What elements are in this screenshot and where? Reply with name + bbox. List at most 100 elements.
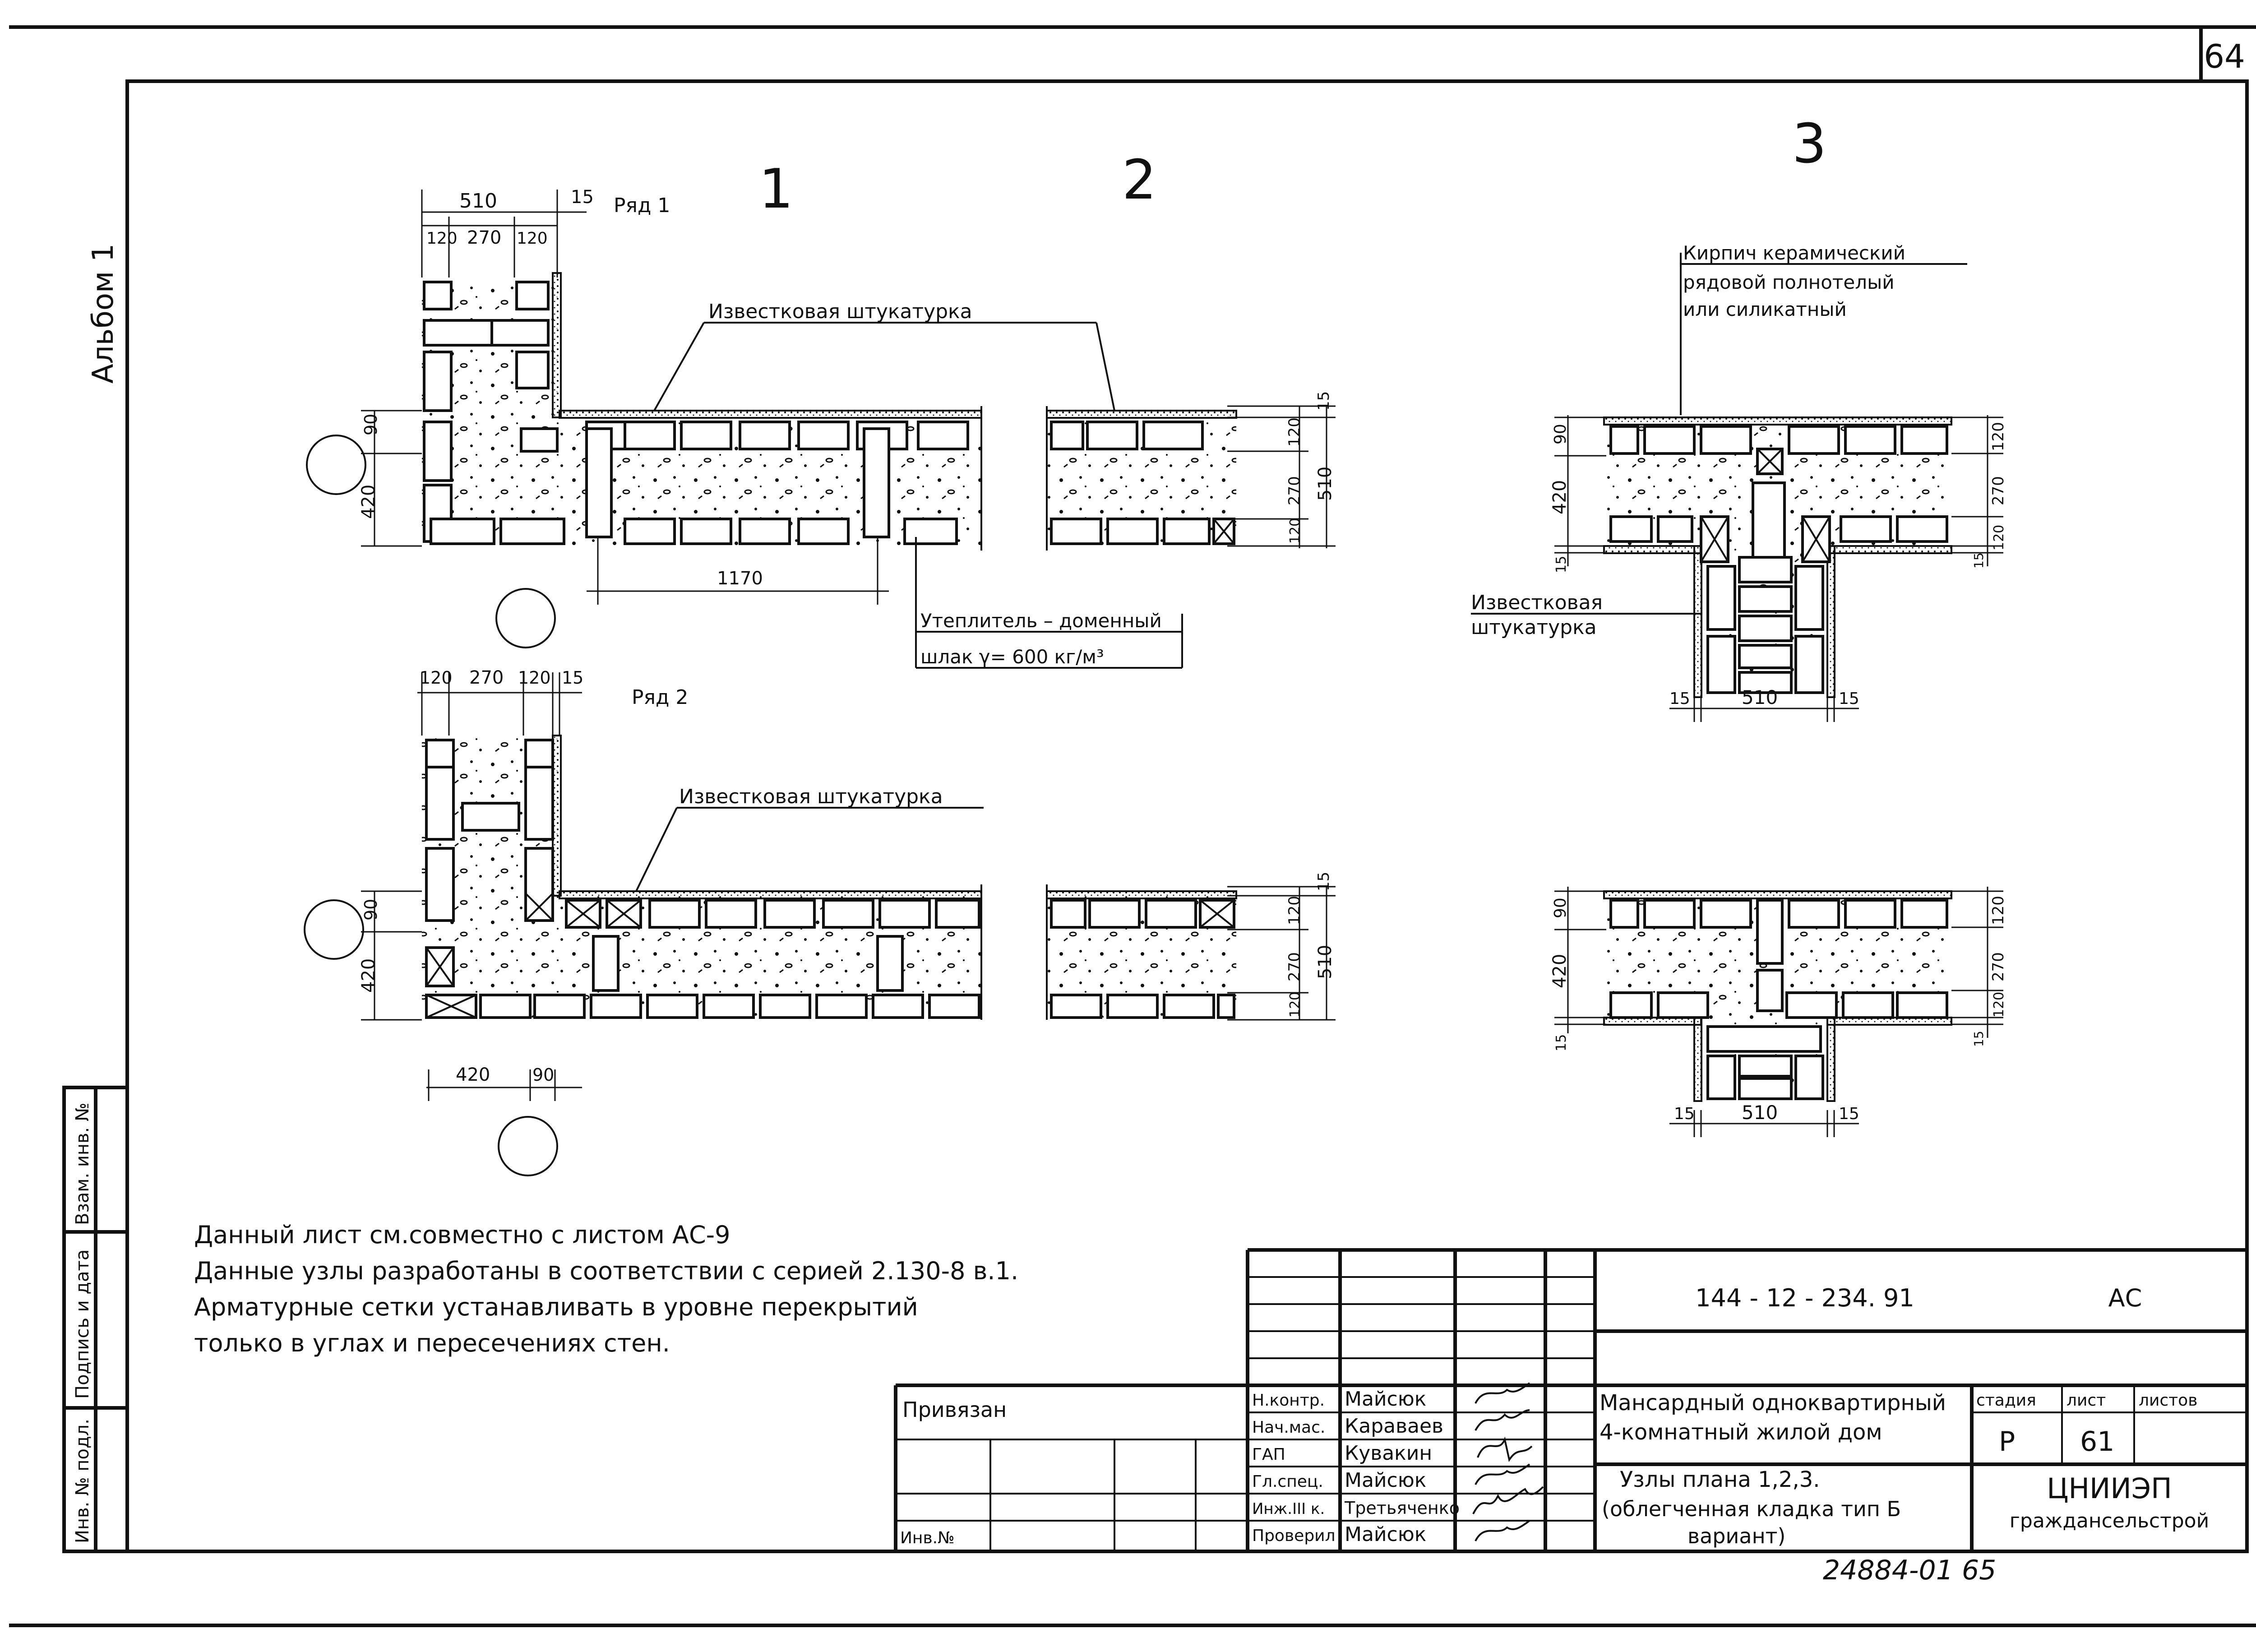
svg-text:120: 120 [426, 229, 458, 248]
project-title-2: 4-комнатный жилой дом [1600, 1420, 1882, 1445]
name-5: Третьяченко [1344, 1498, 1460, 1518]
svg-text:90: 90 [532, 1065, 554, 1085]
svg-text:270: 270 [1989, 952, 2007, 981]
node3-bottom-dims: 90 420 15 120 270 120 15 15 510 15 [1549, 887, 2007, 1137]
sheet-number-corner: 64 [2204, 37, 2245, 75]
svg-text:510: 510 [1742, 686, 1778, 708]
name-4: Майсюк [1345, 1469, 1426, 1492]
name-2: Караваев [1345, 1415, 1443, 1438]
svg-text:420: 420 [1549, 480, 1570, 514]
signature-4 [1475, 1463, 1530, 1485]
org-name-1: ЦНИИЭП [2047, 1472, 2172, 1505]
role-4: Гл.спец. [1252, 1472, 1323, 1491]
node1-row2-dims: 120 270 120 15 Ряд 2 90 420 420 90 15 12… [358, 667, 1336, 1101]
svg-text:270: 270 [1285, 476, 1304, 505]
svg-text:120: 120 [517, 229, 548, 248]
axis-bubble [498, 1116, 558, 1176]
svg-text:420: 420 [1549, 954, 1570, 988]
svg-text:90: 90 [361, 899, 381, 921]
note-1: Данный лист см.совместно с листом АС-9 [194, 1221, 730, 1249]
sheet-label: лист [2066, 1391, 2106, 1410]
node-number-1: 1 [759, 158, 793, 221]
note-2: Данные узлы разработаны в соответствии с… [194, 1257, 1018, 1285]
node3-top-dims: Кирпич керамический рядовой полнотелый и… [1471, 242, 2007, 722]
svg-text:90: 90 [361, 414, 381, 435]
corner-number-box [2199, 25, 2247, 81]
title-block: 144 - 12 - 234. 91 АС Привязан Инв.№ Н.к… [894, 1248, 2247, 1551]
svg-text:510: 510 [1315, 945, 1336, 979]
svg-text:15: 15 [1971, 552, 1986, 569]
node3-top [1603, 416, 1952, 698]
svg-text:15: 15 [1669, 689, 1690, 708]
svg-text:1170: 1170 [717, 568, 763, 589]
plaster-callout-3b: штукатурка [1471, 616, 1597, 639]
role-1: Н.контр. [1252, 1391, 1325, 1410]
stage-value: Р [1999, 1426, 2015, 1458]
svg-text:510: 510 [1315, 467, 1336, 501]
axis-bubble [495, 588, 556, 648]
node1-row1-dims: 510 15 120 270 120 Ряд 1 90 420 1170 15 … [358, 187, 1336, 669]
role-5: Инж.III к. [1252, 1500, 1325, 1518]
side-stamp-inv: Инв. № подл. [72, 1419, 93, 1543]
svg-text:510: 510 [459, 190, 497, 213]
svg-text:15: 15 [1839, 1105, 1859, 1123]
sheet-title-3: вариант) [1687, 1524, 1785, 1548]
main-frame [125, 79, 2249, 1553]
svg-text:270: 270 [467, 227, 501, 248]
signature-3 [1477, 1436, 1533, 1462]
svg-text:120: 120 [1285, 417, 1304, 447]
name-6: Майсюк [1345, 1523, 1426, 1546]
brick-callout-3: или силикатный [1683, 298, 1847, 320]
node1-row2 [422, 735, 1237, 1020]
doc-type: АС [2108, 1284, 2142, 1312]
svg-text:15: 15 [1839, 689, 1859, 708]
signature-1 [1475, 1382, 1530, 1404]
sheet-title-2: (облегченная кладка тип Б [1602, 1497, 1901, 1521]
org-name-2: граждансельстрой [2010, 1509, 2209, 1532]
footer-code: 24884-01 65 [1823, 1555, 1996, 1586]
svg-text:120: 120 [1989, 422, 2007, 451]
node-number-2: 2 [1122, 149, 1156, 212]
svg-text:15: 15 [1553, 556, 1569, 573]
role-2: Нач.мас. [1252, 1418, 1325, 1437]
svg-text:15: 15 [1553, 1034, 1569, 1051]
svg-text:270: 270 [469, 667, 504, 688]
svg-text:90: 90 [1551, 424, 1570, 444]
sheet-title-1: Узлы плана 1,2,3. [1620, 1467, 1820, 1492]
row1-label: Ряд 1 [614, 194, 670, 217]
stage-label: стадия [1976, 1391, 2036, 1410]
inv-label: Инв.№ [900, 1529, 955, 1547]
plaster-callout-2: Известковая штукатурка [679, 785, 943, 808]
note-3: Арматурные сетки устанавливать в уровне … [194, 1293, 918, 1321]
signature-6 [1475, 1520, 1530, 1541]
svg-text:15: 15 [1971, 1031, 1986, 1047]
svg-text:120: 120 [420, 668, 453, 688]
side-stamp-sign: Подпись и дата [72, 1249, 93, 1399]
name-1: Майсюк [1345, 1388, 1426, 1411]
insulation-callout-2: шлак γ= 600 кг/м³ [920, 646, 1104, 668]
album-label: Альбом 1 [87, 244, 120, 384]
role-3: ГАП [1252, 1445, 1285, 1464]
role-6: Проверил [1252, 1527, 1336, 1545]
svg-text:120: 120 [1989, 896, 2007, 925]
sheet-value: 61 [2080, 1426, 2114, 1458]
svg-text:120: 120 [518, 668, 551, 688]
axis-bubble [304, 899, 364, 960]
node-number-3: 3 [1792, 113, 1826, 176]
svg-text:15: 15 [562, 668, 583, 688]
svg-text:15: 15 [1315, 391, 1333, 411]
svg-text:120: 120 [1991, 525, 2007, 551]
svg-text:120: 120 [1287, 518, 1303, 544]
svg-text:510: 510 [1742, 1101, 1778, 1124]
svg-text:15: 15 [571, 187, 594, 208]
svg-text:420: 420 [358, 485, 379, 519]
name-3: Кувакин [1345, 1442, 1432, 1465]
insulation-callout-1: Утеплитель – доменный [920, 610, 1162, 632]
doc-code: 144 - 12 - 234. 91 [1695, 1284, 1914, 1312]
project-title-1: Мансардный одноквартирный [1600, 1390, 1946, 1416]
svg-text:270: 270 [1285, 952, 1304, 981]
side-stamp-replace: Взам. инв. № [72, 1102, 93, 1225]
note-4: только в углах и пересечениях стен. [194, 1329, 670, 1357]
brick-callout-1: Кирпич керамический [1683, 242, 1905, 264]
